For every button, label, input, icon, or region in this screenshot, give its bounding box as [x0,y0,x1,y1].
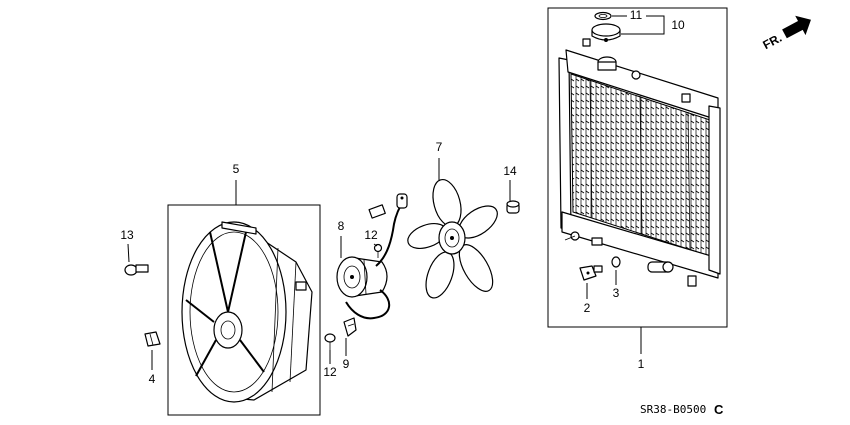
clip-9 [343,317,357,337]
grommet [506,200,520,214]
callout-3: 3 [613,286,620,300]
rubber-mount [582,38,591,47]
shroud-group-frame [167,204,321,416]
front-direction-label: FR. [760,31,784,52]
callout-8: 8 [338,219,345,233]
drain-plug [579,265,603,281]
fan-shroud [181,221,313,403]
front-direction-indicator: FR. [760,15,811,52]
radiator-group-frame [547,7,728,328]
drain-washer [611,256,621,268]
callout-9: 9 [343,357,350,371]
bolt-12-upper [373,243,383,258]
motor-wiring [345,193,408,320]
bolt-12-lower [324,333,336,350]
callout-12-lower: 12 [323,365,337,379]
callout-13: 13 [120,228,134,242]
callout-14: 14 [503,164,517,178]
callout-1: 1 [638,357,645,371]
drawing-code-suffix: C [714,402,724,417]
drawing-code: SR38-B0500 [640,403,706,416]
radiator-cap [591,23,621,42]
callout-7: 7 [436,140,443,154]
bolt-13 [124,264,149,276]
leader-line-13 [127,243,130,263]
leader-line-10 [621,15,665,35]
callout-11: 11 [630,8,643,22]
cap-gasket [594,11,612,21]
fan-motor [336,256,388,298]
front-arrow-icon [782,15,811,39]
radiator [558,49,721,287]
clip-4 [144,331,161,347]
cap-gasket-inner [598,13,608,18]
callout-5: 5 [233,162,240,176]
callout-12-upper: 12 [364,228,378,242]
cooling-fan [407,178,498,299]
callout-4: 4 [149,372,156,386]
callout-10: 10 [671,18,685,32]
callout-2: 2 [584,301,591,315]
leader-line-12a [373,243,378,247]
